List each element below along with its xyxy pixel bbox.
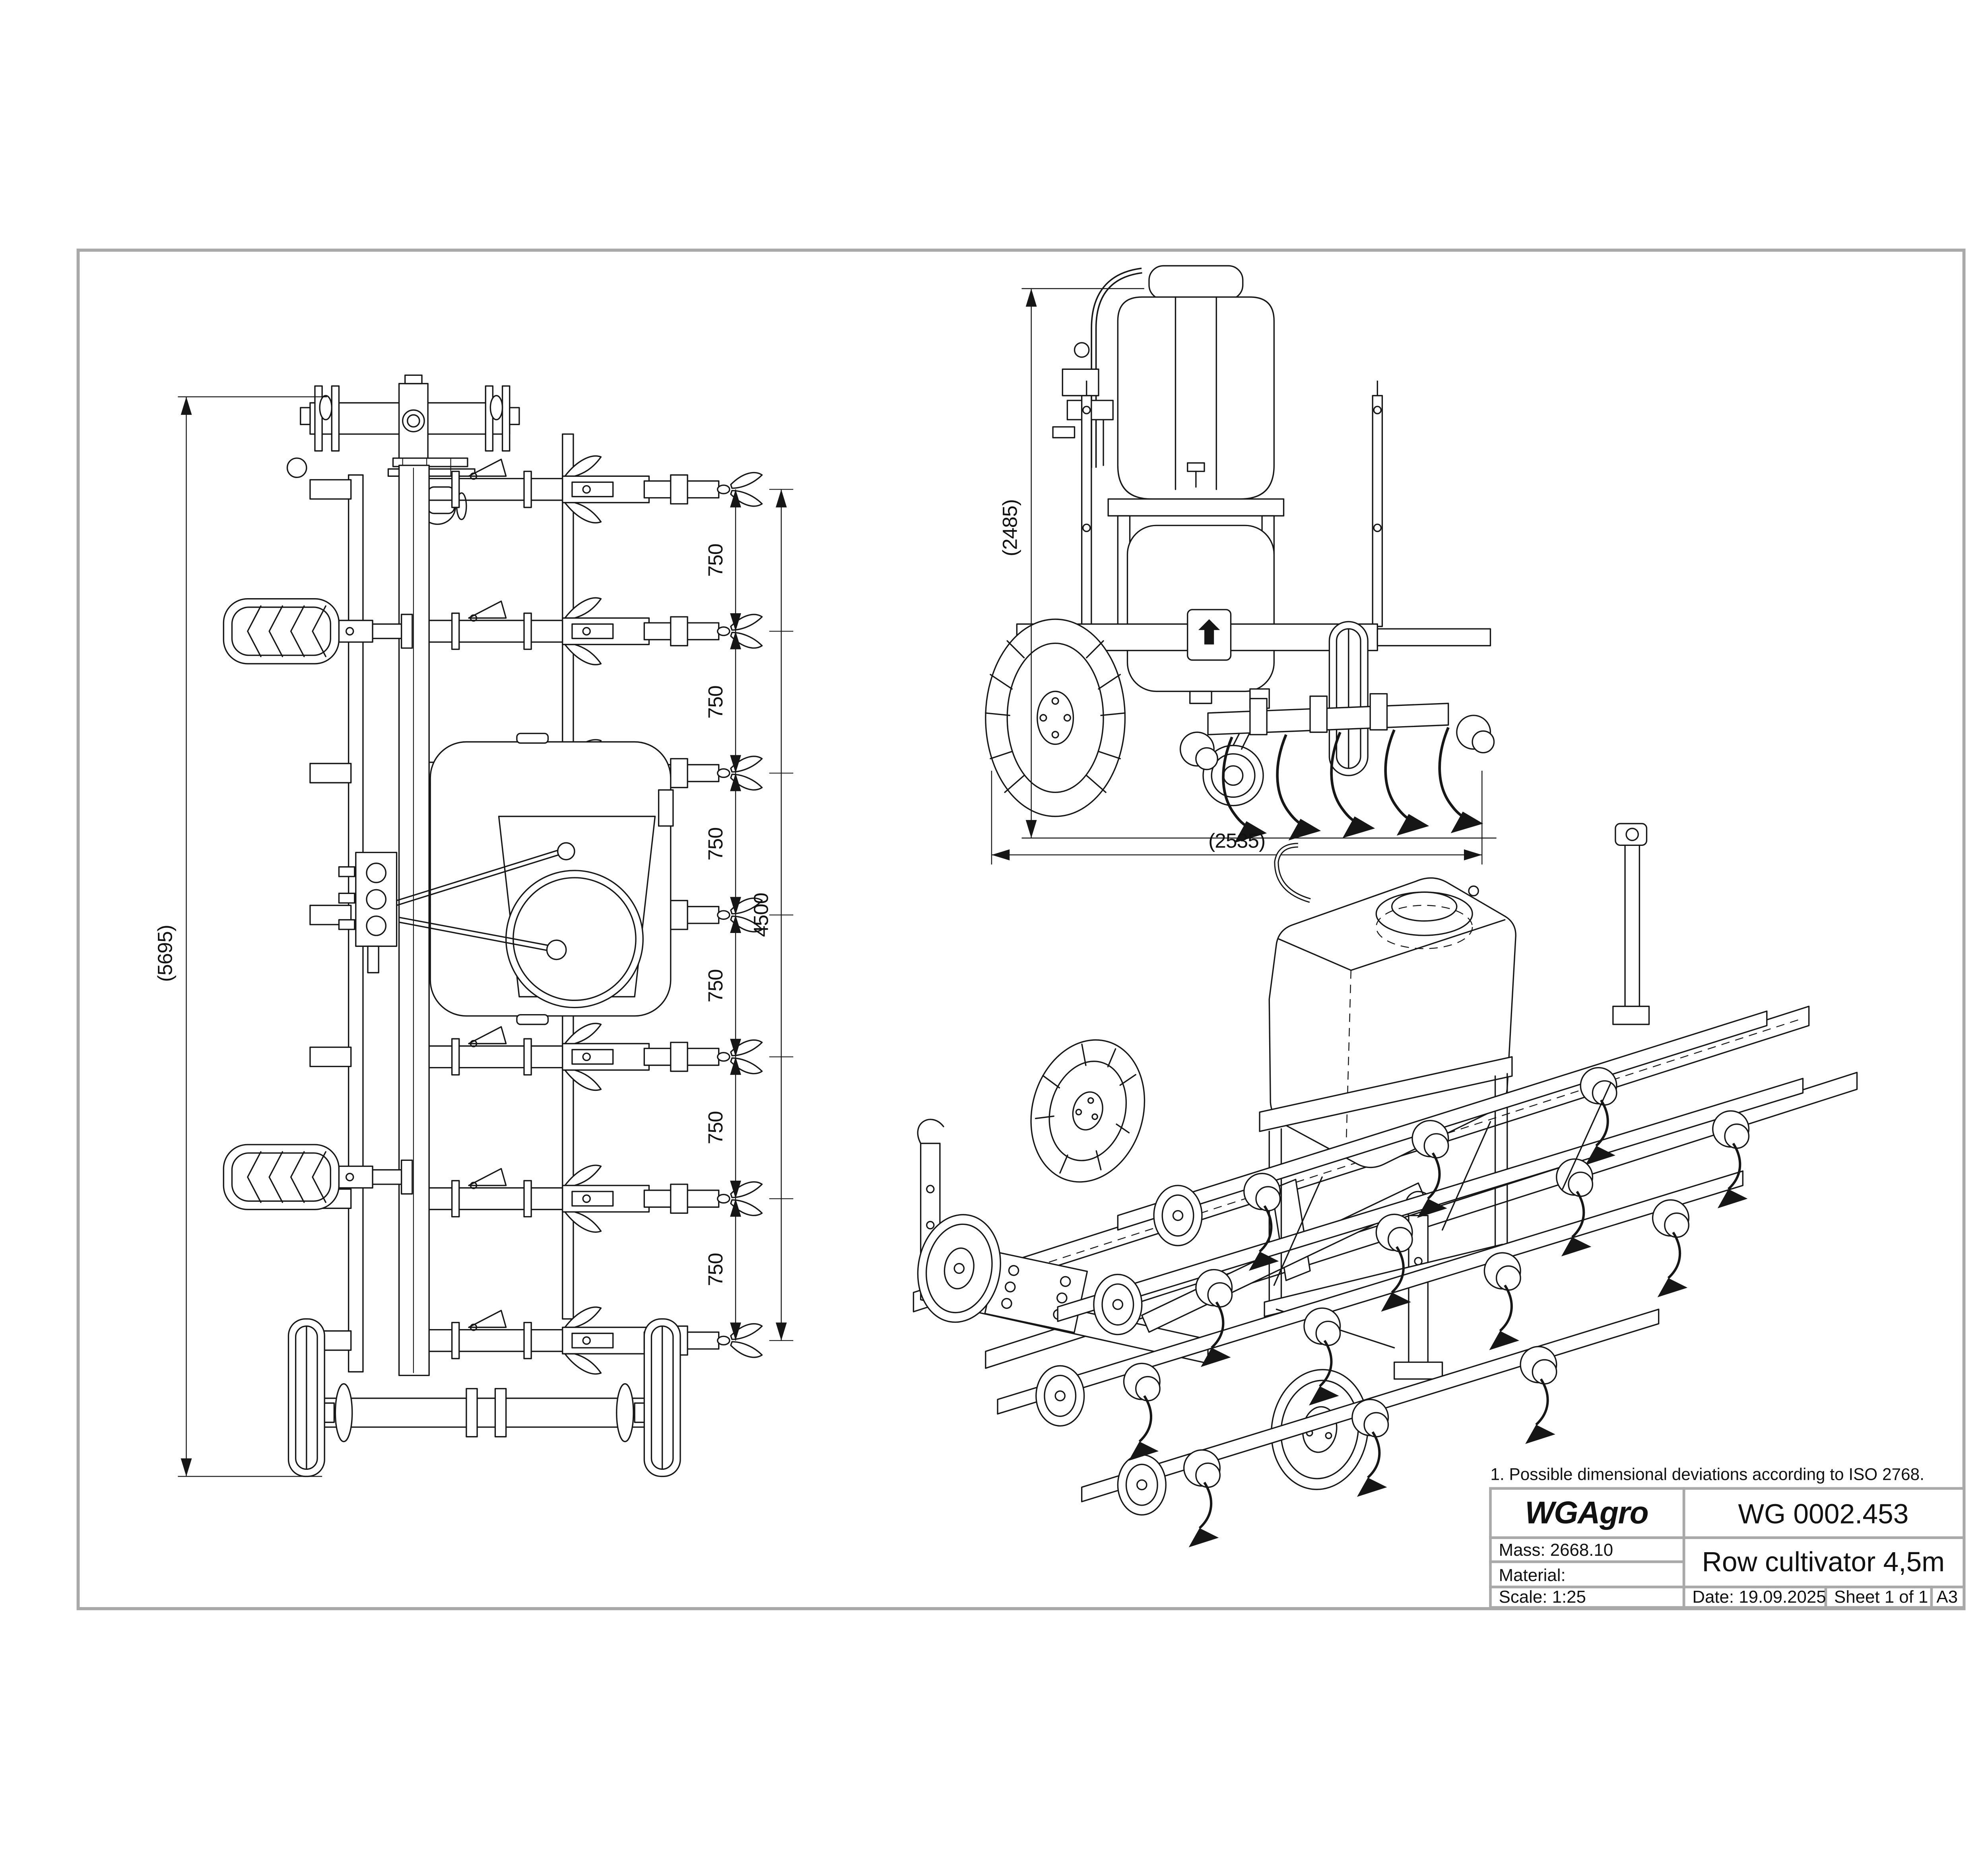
isometric-view	[912, 823, 1858, 1547]
dim-label-overall-length: (5695)	[153, 925, 176, 982]
dim-transport-width: (2535)	[991, 770, 1497, 865]
date-value: Date: 19.09.2025	[1692, 1587, 1826, 1607]
company-logo: WGAgro	[1525, 1495, 1648, 1530]
dim-row-spacing-chain: 750 750 750 750 750 750	[704, 489, 741, 1341]
hitch-assembly	[286, 374, 520, 525]
sprayer-tank-plan	[429, 733, 674, 1025]
support-wheel	[223, 1145, 412, 1209]
sheet-frame	[76, 249, 1966, 1610]
drawing-number: WG 0002.453	[1738, 1498, 1908, 1529]
dim-label-row-spacing: 750	[704, 828, 727, 861]
iso-row-units	[997, 1010, 1804, 1547]
iso-marker-mast	[1612, 823, 1650, 1025]
dim-label-row-spacing: 750	[704, 686, 727, 719]
support-wheel	[223, 599, 412, 664]
drawing-title: Row cultivator 4,5m	[1702, 1546, 1945, 1577]
scale-value: Scale: 1:25	[1499, 1587, 1586, 1607]
dim-overall-height: (2485)	[998, 288, 1144, 838]
row-unit	[309, 1306, 763, 1375]
dim-overall-length: (5695)	[153, 396, 327, 1477]
dim-label-row-spacing: 750	[704, 970, 727, 1003]
title-block-size-cell	[1930, 1586, 1965, 1609]
title-block-number-cell	[1682, 1487, 1965, 1539]
title-block-name-cell	[1682, 1536, 1965, 1588]
title-block-sheet-cell	[1824, 1586, 1933, 1609]
transport-axle	[287, 1318, 681, 1477]
dim-label-row-spacing: 750	[704, 1253, 727, 1286]
transport-tire	[643, 1318, 681, 1477]
dim-label-row-spacing: 750	[704, 1111, 727, 1144]
dim-label-transport-width: (2535)	[1208, 829, 1265, 852]
transport-tire	[287, 1318, 325, 1477]
iso-tank	[1268, 843, 1516, 1168]
sheet-value: Sheet 1 of 1	[1834, 1587, 1928, 1607]
row-unit	[309, 1022, 763, 1091]
transport-tire-front	[1328, 621, 1369, 776]
front-view: (2485) (2535)	[985, 265, 1497, 865]
dim-label-overall-height: (2485)	[998, 499, 1021, 556]
iso-wheels	[917, 1039, 1369, 1490]
mass-value: Mass: 2668.10	[1499, 1540, 1613, 1560]
shank-bar-front	[1179, 693, 1495, 843]
title-block-scale-cell	[1489, 1586, 1685, 1609]
dim-working-span: 4500	[749, 489, 787, 1341]
title-block-logo-cell	[1489, 1487, 1685, 1539]
top-view: (5695) 750 750	[153, 374, 794, 1477]
row-unit	[309, 455, 763, 524]
title-block: WGAgro WG 0002.453 Mass: 2668.10 Materia…	[1489, 1487, 1965, 1609]
valve-block	[338, 842, 575, 974]
material-value: Material:	[1499, 1565, 1566, 1585]
title-block-date-cell	[1682, 1586, 1827, 1609]
general-note: 1. Possible dimensional deviations accor…	[1490, 1465, 1924, 1484]
dim-label-row-spacing: 750	[704, 544, 727, 577]
dim-label-working-span: 4500	[749, 893, 773, 937]
paper-size: A3	[1936, 1587, 1958, 1607]
drive-tire-front	[985, 618, 1126, 817]
